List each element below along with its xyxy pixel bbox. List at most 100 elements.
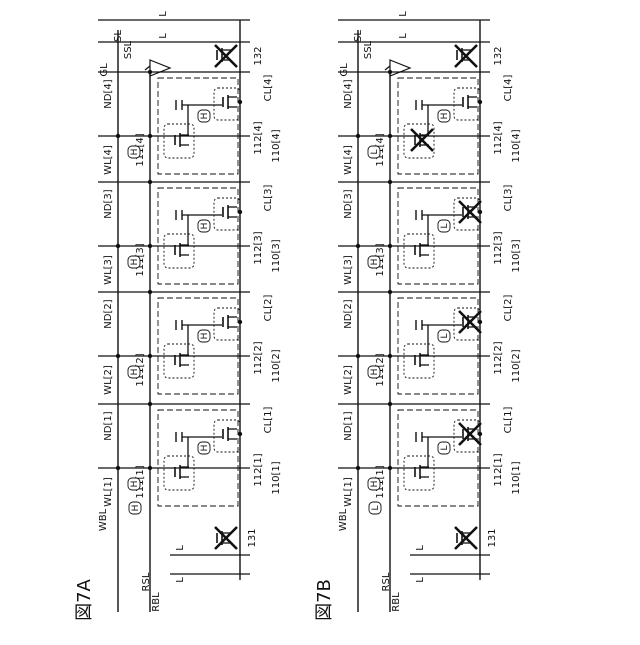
read-transistor-4 (223, 95, 237, 109)
junction-dot-3-2 (478, 210, 482, 214)
gl-arrow (150, 60, 170, 76)
node-level-badge-2-text: L (440, 333, 450, 338)
cell-boundary-2 (398, 298, 478, 394)
node-level-badge-2-text: H (200, 333, 210, 340)
wl-level-badge-2: H (128, 366, 140, 378)
bottom-level-0: L (175, 545, 186, 551)
read-group-4 (454, 88, 480, 120)
node-level-badge-2: H (198, 330, 210, 342)
rsl-label: RSL (141, 572, 152, 591)
junction-dot-3-1 (148, 244, 152, 248)
write-transistor-2 (175, 353, 189, 367)
node-label-2: ND[2] (103, 299, 114, 328)
node-label-4: ND[4] (103, 79, 114, 108)
wl-label-1: WL[1] (103, 477, 114, 507)
switch-132-label: 132 (253, 46, 264, 65)
write-transistor-1 (415, 465, 429, 479)
cell-label-4: 110[4] (511, 129, 522, 162)
switch-131 (457, 531, 471, 545)
rbl-label: RBL (391, 592, 402, 612)
node-level-badge-4-text: H (200, 113, 210, 120)
read-transistor-label-4: 112[4] (253, 121, 264, 154)
junction-dot-1-1 (388, 466, 392, 470)
read-transistor-label-3: 112[3] (253, 231, 264, 264)
wl-level-badge-1: H (368, 478, 380, 490)
wbl-level-badge: H (129, 502, 141, 514)
gl-arrow (390, 60, 410, 76)
write-group-4 (164, 124, 194, 158)
wl-level-badge-2-text: H (130, 369, 140, 376)
junction-dot-2-3 (388, 290, 392, 294)
write-transistor-3 (415, 243, 429, 257)
junction-dot-1-2 (478, 432, 482, 436)
junction-dot-2-3 (148, 290, 152, 294)
read-transistor-label-1: 112[1] (253, 453, 264, 486)
node-level-badge-4-text: H (440, 113, 450, 120)
cell-label-1: 110[1] (271, 461, 282, 494)
ssl-label: SSL (363, 40, 374, 59)
write-group-3 (164, 234, 194, 268)
cl-label-2: CL[2] (503, 295, 514, 322)
read-group-1 (214, 420, 240, 452)
wl-level-badge-1-text: H (370, 481, 380, 488)
rbl-label: RBL (151, 592, 162, 612)
cell-4: ND[4]WL[4]CL[4]111[4]112[4]110[4]LH (338, 70, 522, 175)
junction-dot-2-2 (238, 320, 242, 324)
wbl-level-badge-text: H (131, 505, 141, 512)
wl-label-3: WL[3] (343, 255, 354, 285)
junction-dot-1-0 (116, 466, 120, 470)
junction-dot-2-1 (388, 354, 392, 358)
junction-dot-2-0 (356, 354, 360, 358)
switch-131-cross (215, 527, 237, 549)
junction-dot-4-0 (356, 134, 360, 138)
write-group-4 (404, 124, 434, 158)
wl-label-2: WL[2] (343, 365, 354, 395)
switch-131-label: 131 (247, 528, 258, 547)
cell-label-4: 110[4] (271, 129, 282, 162)
ssl-label: SSL (123, 40, 134, 59)
junction-dot-2-2 (478, 320, 482, 324)
panel-a: 図7ASLSSLGLLLWBLRSLRBLLLH132131ND[1]WL[1]… (74, 11, 282, 621)
junction-dot-4-0 (116, 134, 120, 138)
wl-level-badge-3: H (128, 256, 140, 268)
panel-b: 図7BSLSSLGLLLWBLRSLRBLLLL132131ND[1]WL[1]… (314, 11, 522, 621)
cl-label-1: CL[1] (263, 407, 274, 434)
cl-label-4: CL[4] (263, 75, 274, 102)
wl-level-badge-4: H (128, 146, 140, 158)
cell-2: ND[2]WL[2]CL[2]111[2]112[2]110[2]HL (338, 290, 522, 395)
junction-dot-1-3 (388, 402, 392, 406)
top-level-0: L (158, 11, 169, 17)
wl-label-3: WL[3] (103, 255, 114, 285)
sl-label: SL (113, 30, 124, 42)
node-level-badge-3: L (438, 220, 450, 232)
bottom-level-0: L (415, 545, 426, 551)
gl-arrow-stem (385, 66, 390, 70)
write-group-1 (404, 456, 434, 490)
read-transistor-label-2: 112[2] (253, 341, 264, 374)
node-level-badge-2: L (438, 330, 450, 342)
read-group-3 (214, 198, 240, 230)
node-level-badge-1: L (438, 442, 450, 454)
wl-level-badge-4-text: H (130, 149, 140, 156)
read-transistor-label-1: 112[1] (493, 453, 504, 486)
read-transistor-3 (223, 205, 237, 219)
junction-dot-4-3 (388, 70, 392, 74)
junction-dot-4-3 (148, 70, 152, 74)
wl-level-badge-3-text: H (370, 259, 380, 266)
wl-label-4: WL[4] (343, 145, 354, 175)
wbl-label: WBL (98, 508, 109, 531)
wl-level-badge-1: H (128, 478, 140, 490)
node-level-badge-4: H (438, 110, 450, 122)
cell-boundary-4 (398, 78, 478, 174)
cell-label-2: 110[2] (511, 349, 522, 382)
write-group-3 (404, 234, 434, 268)
cl-label-3: CL[3] (263, 185, 274, 212)
node-level-badge-1: H (198, 442, 210, 454)
top-level-1: L (398, 33, 409, 39)
cl-label-4: CL[4] (503, 75, 514, 102)
node-label-2: ND[2] (343, 299, 354, 328)
node-label-3: ND[3] (343, 189, 354, 218)
cell-3: ND[3]WL[3]CL[3]111[3]112[3]110[3]HL (338, 180, 522, 285)
